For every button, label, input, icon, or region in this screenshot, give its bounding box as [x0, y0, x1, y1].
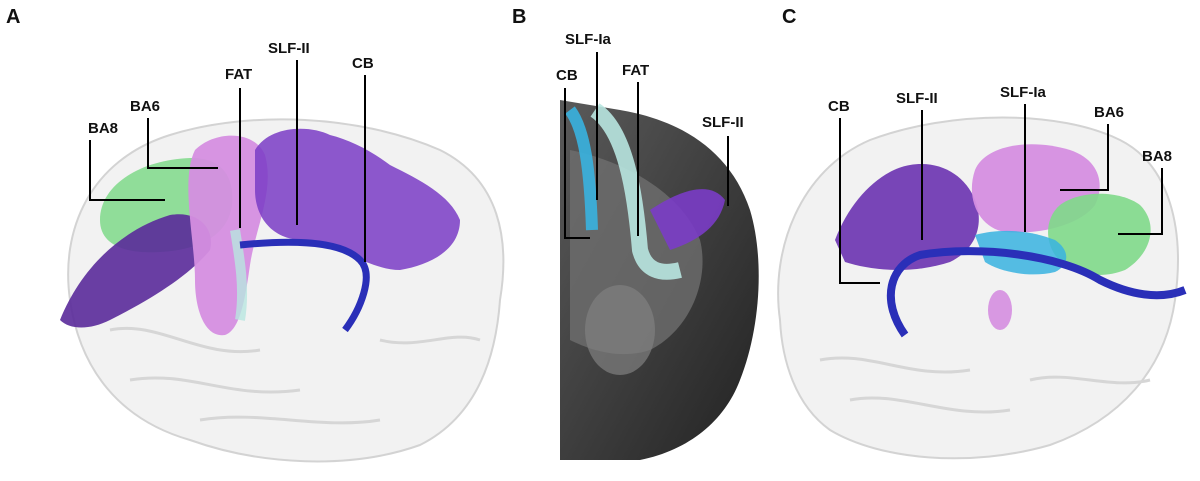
panel-a-letter: A [6, 6, 21, 28]
panel-b-deep-nuclei [585, 285, 655, 375]
panel-b-fat-label: FAT [622, 62, 650, 79]
panel-c-slf2-label: SLF-II [896, 90, 938, 107]
panel-c-slf1a-label: SLF-Ia [1000, 84, 1046, 101]
panel-a-illustration [60, 60, 505, 463]
panel-c-cb-leader [839, 118, 880, 284]
panel-b-slf1a-tract [565, 106, 598, 231]
panel-c-ba8-region [1048, 193, 1151, 275]
panel-a-fat-label: FAT [225, 66, 253, 83]
panel-b-illustration [560, 52, 759, 460]
panel-c-cingulum [886, 247, 1187, 338]
panel-a-ba6-label: BA6 [130, 98, 161, 115]
panel-a-cingulum [239, 238, 370, 333]
panel-b-slf2-label: SLF-II [702, 114, 744, 131]
panel-a-fat-tract [230, 229, 248, 321]
panel-b-slf2-tract [650, 189, 725, 250]
panel-c-sulci [819, 356, 1151, 414]
panel-c-letter: C [782, 6, 797, 28]
panel-c-cb-label: CB [828, 98, 850, 115]
panel-c-illustration [777, 104, 1187, 460]
panel-b-cb-leader [564, 88, 590, 239]
panel-c-ba6-label: BA6 [1094, 104, 1125, 121]
panel-c-ba6-leader [1060, 124, 1109, 191]
panel-a-slf2-label: SLF-II [268, 40, 310, 57]
panel-c-ba8-leader [1118, 168, 1163, 235]
panel-b-slf1a-label: SLF-Ia [565, 31, 611, 48]
panel-a-slf-fibers-left [60, 214, 211, 328]
panel-c-ba8-label: BA8 [1142, 148, 1173, 165]
panel-c-ba6-lower [988, 290, 1012, 330]
panel-a-ba6-region [188, 135, 268, 336]
panel-a-ba8-leader [89, 140, 165, 201]
panel-c-slf-fibers [835, 164, 979, 270]
panel-a-sulci [109, 327, 481, 425]
panel-a-ba6-leader [147, 118, 218, 169]
panel-a-ba8-label: BA8 [88, 120, 119, 137]
panel-b-letter: B [512, 6, 527, 28]
panel-a-cb-label: CB [352, 55, 374, 72]
panel-b-cb-label: CB [556, 67, 578, 84]
panel-a-slf-fibers-upper [255, 128, 460, 270]
